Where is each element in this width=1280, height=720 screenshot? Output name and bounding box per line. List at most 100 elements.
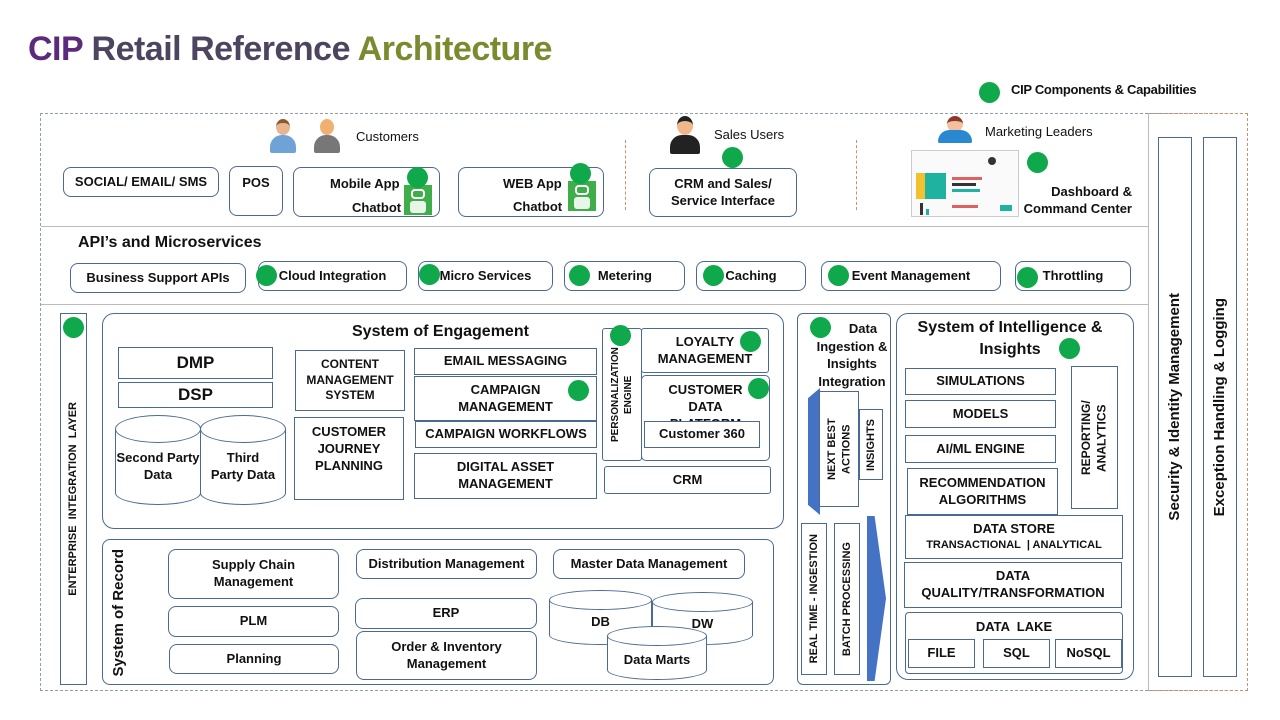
box-label: DB: [591, 614, 610, 629]
sales-users-label: Sales Users: [714, 127, 785, 142]
exception-handling-box: Exception Handling & Logging: [1203, 137, 1237, 677]
models-box: MODELS: [905, 400, 1056, 428]
cross-cutting-frame: [1148, 113, 1248, 691]
box-label: REAL TIME - INGESTION: [807, 534, 820, 664]
cip-component-marker-icon: [256, 265, 277, 286]
distribution-management-box: Distribution Management: [356, 549, 537, 579]
dsp-box: DSP: [118, 382, 273, 408]
box-label: Distribution Management: [368, 555, 525, 571]
box-label: Micro Services: [439, 267, 532, 283]
dashboard-thumbnail-icon: [911, 150, 1019, 217]
aiml-engine-box: AI/ML ENGINE: [905, 435, 1056, 463]
cip-component-marker-icon: [407, 167, 428, 188]
cip-component-marker-icon: [570, 163, 591, 184]
marketing-leader-avatar-icon: [936, 115, 974, 143]
box-label: PERSONALIZATION ENGINE: [610, 347, 634, 442]
intelligence-heading: System of Intelligence & Insights: [917, 319, 1103, 359]
system-of-record-panel: [102, 539, 774, 685]
box-label: REPORTING/ ANALYTICS: [1078, 400, 1109, 475]
outbound-arrow-icon: [808, 388, 820, 515]
dmp-box: DMP: [118, 347, 273, 379]
box-label: RECOMMENDATION ALGORITHMS: [919, 474, 1046, 507]
email-messaging-box: EMAIL MESSAGING: [414, 348, 597, 375]
sql-box: SQL: [983, 639, 1050, 668]
box-label: INSIGHTS: [864, 418, 877, 471]
box-label: NEXT BEST ACTIONS: [825, 418, 852, 480]
cip-component-marker-icon: [568, 380, 589, 401]
box-label: Master Data Management: [570, 555, 728, 571]
box-label: EMAIL MESSAGING: [443, 353, 568, 369]
throttling-box: Throttling: [1015, 261, 1131, 291]
master-data-box: Master Data Management: [553, 549, 745, 579]
box-label: LOYALTY MANAGEMENT: [657, 333, 753, 366]
order-inventory-box: Order & Inventory Management: [356, 631, 537, 680]
box-label: Customer 360: [659, 426, 745, 442]
system-of-engagement-panel: [102, 313, 784, 529]
personalization-engine-box: PERSONALIZATION ENGINE: [602, 328, 642, 461]
box-label: Supply Chain Management: [211, 557, 296, 589]
cip-component-marker-icon: [722, 147, 743, 168]
box-label: DATA LAKE: [975, 619, 1053, 634]
third-party-data-cylinder: Third Party Data: [200, 415, 286, 505]
box-label: Chatbot: [352, 200, 402, 215]
nosql-box: NoSQL: [1055, 639, 1122, 668]
insights-box: INSIGHTS: [859, 409, 883, 480]
record-heading: System of Record: [110, 545, 127, 680]
box-label: PLM: [239, 613, 268, 629]
sales-user-avatar-icon: [667, 114, 703, 154]
box-label: ENTERPRISE INTEGRATION LAYER: [67, 402, 80, 596]
box-label: CUSTOMER JOURNEY PLANNING: [311, 424, 387, 473]
digital-asset-box: DIGITAL ASSET MANAGEMENT: [414, 453, 597, 499]
cip-component-marker-icon: [1059, 338, 1080, 359]
divider: [41, 304, 1148, 305]
cip-component-marker-icon: [610, 325, 631, 346]
box-label: DIGITAL ASSET MANAGEMENT: [456, 459, 555, 491]
cloud-integration-box: Cloud Integration: [258, 261, 407, 291]
cip-component-marker-icon: [569, 265, 590, 286]
box-label: Order & Inventory Management: [391, 638, 502, 671]
cip-component-marker-icon: [1027, 152, 1048, 173]
customer-journey-box: CUSTOMER JOURNEY PLANNING: [294, 417, 404, 500]
box-sublabel: TRANSACTIONAL | ANALYTICAL: [926, 539, 1102, 552]
marketing-leaders-label: Marketing Leaders: [985, 124, 1093, 139]
page-title: CIP Retail Reference Architecture: [28, 30, 552, 69]
supply-chain-box: Supply Chain Management: [168, 549, 339, 599]
security-identity-box: Security & Identity Management: [1158, 137, 1192, 677]
event-management-box: Event Management: [821, 261, 1001, 291]
box-label: MODELS: [952, 405, 1009, 421]
box-label: AI/ML ENGINE: [936, 440, 1025, 456]
box-label: Planning: [226, 650, 282, 666]
box-label: Metering: [597, 267, 652, 283]
customer-avatar-icon: [312, 117, 342, 153]
cip-component-marker-icon: [748, 378, 769, 399]
box-label: CAMPAIGN MANAGEMENT: [458, 381, 553, 414]
box-label: Caching: [725, 267, 777, 283]
customers-label: Customers: [356, 129, 419, 144]
real-time-ingestion-box: REAL TIME - INGESTION: [801, 523, 827, 675]
next-best-actions-box: NEXT BEST ACTIONS: [819, 391, 859, 507]
crm-box: CRM: [604, 466, 771, 494]
box-label: Business Support APIs: [86, 269, 230, 285]
second-party-data-cylinder: Second Party Data: [115, 415, 201, 505]
business-support-apis-box: Business Support APIs: [70, 263, 246, 293]
apis-heading: API’s and Microservices: [78, 234, 262, 251]
box-label: DATA QUALITY/TRANSFORMATION: [921, 568, 1105, 600]
box-label: DSP: [178, 384, 213, 404]
engagement-heading: System of Engagement: [352, 323, 529, 340]
cip-component-marker-icon: [740, 331, 761, 352]
box-label: Third Party Data: [210, 450, 276, 482]
plm-box: PLM: [168, 606, 339, 637]
dashboard-command-center-label: Dashboard & Command Center: [1023, 184, 1132, 216]
box-label: System of Record: [110, 548, 127, 677]
divider: [41, 226, 1148, 227]
title-part: Architecture: [357, 30, 553, 68]
title-part: Retail: [91, 30, 191, 68]
box-label: Chatbot: [513, 199, 563, 214]
campaign-management-box: CAMPAIGN MANAGEMENT: [414, 376, 597, 421]
box-label: Mobile App: [330, 176, 400, 191]
legend-label: CIP Components & Capabilities: [1011, 82, 1197, 97]
cip-component-marker-icon: [703, 265, 724, 286]
enterprise-integration-layer: ENTERPRISE INTEGRATION LAYER: [60, 313, 87, 685]
box-label: FILE: [927, 645, 956, 661]
cip-component-marker-icon: [979, 82, 1000, 103]
